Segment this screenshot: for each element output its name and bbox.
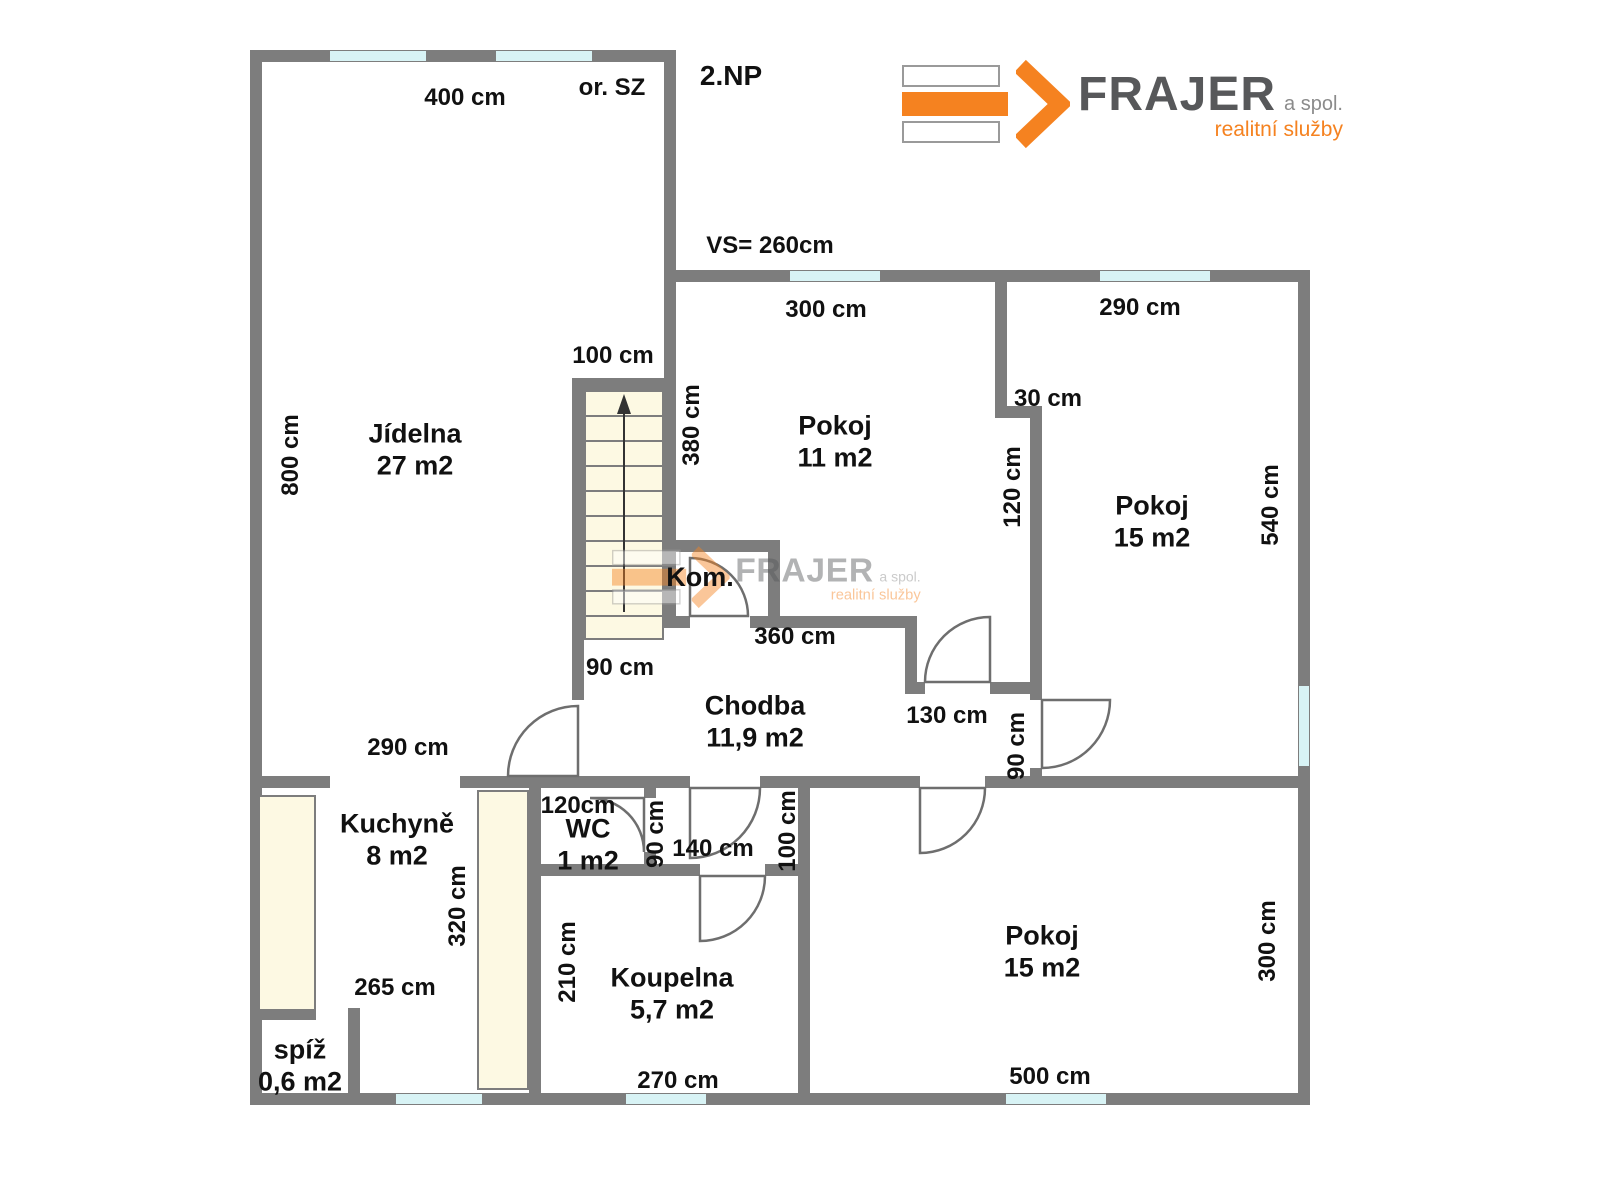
kitchen-counter bbox=[258, 795, 316, 1011]
wall-segment bbox=[985, 776, 1310, 788]
dim: 100 cm bbox=[774, 790, 801, 872]
dim: 120cm bbox=[540, 792, 616, 819]
wall-segment bbox=[995, 282, 1007, 418]
kitchen-counter bbox=[477, 790, 529, 1090]
wall-segment bbox=[664, 540, 780, 552]
door-koupelna bbox=[698, 874, 767, 943]
door-pokoj15a bbox=[1040, 698, 1112, 770]
logo-chevron-icon bbox=[691, 546, 730, 609]
logo-bars-icon bbox=[902, 65, 1008, 143]
room-label-komora: Kom. bbox=[666, 561, 734, 592]
door-komora bbox=[688, 556, 750, 618]
door-jidelna bbox=[506, 704, 580, 778]
window bbox=[1100, 271, 1210, 281]
logo-brand-text: FRAJER bbox=[1078, 67, 1277, 121]
dim: 300 cm bbox=[785, 296, 867, 323]
wall-segment bbox=[905, 616, 917, 694]
stairs-direction-arrow bbox=[617, 394, 631, 612]
wall-segment bbox=[1030, 406, 1042, 700]
dim: 120 cm bbox=[999, 446, 1026, 528]
dim: 90 cm bbox=[1003, 711, 1030, 781]
wall-segment bbox=[460, 776, 690, 788]
logo-suffix-text: a spol. bbox=[1284, 92, 1343, 115]
logo-chevron-icon bbox=[1016, 59, 1070, 149]
wall-segment bbox=[798, 788, 810, 1093]
dim: 300 cm bbox=[1254, 900, 1281, 982]
door-vestibule bbox=[688, 786, 762, 860]
dim: 140 cm bbox=[672, 835, 754, 862]
dim: 90 cm bbox=[585, 654, 655, 681]
wall-segment bbox=[917, 682, 925, 694]
dim: 270 cm bbox=[637, 1067, 719, 1094]
wall-segment bbox=[644, 788, 656, 798]
dim: 100 cm bbox=[572, 342, 654, 369]
dim: 540 cm bbox=[1257, 464, 1284, 546]
wall-segment bbox=[348, 1008, 360, 1105]
wall-segment bbox=[750, 616, 917, 628]
wall-segment bbox=[990, 682, 1042, 694]
wall-segment bbox=[644, 852, 656, 864]
dim: 90 cm bbox=[642, 799, 669, 869]
ceiling-height-label: VS= 260cm bbox=[706, 232, 834, 259]
wall-segment bbox=[572, 378, 584, 700]
dim: 360 cm bbox=[754, 623, 836, 650]
window bbox=[496, 51, 592, 61]
wall-segment bbox=[250, 1008, 316, 1020]
wall-segment bbox=[250, 776, 330, 788]
window bbox=[330, 51, 426, 61]
window bbox=[396, 1094, 482, 1104]
logo-tagline-text: realitní služby bbox=[1214, 117, 1343, 141]
floor-label: 2.NP bbox=[699, 60, 763, 91]
wall-segment bbox=[676, 616, 690, 628]
agency-logo: FRAJER a spol. realitní služby bbox=[902, 58, 1343, 150]
dim: 380 cm bbox=[678, 384, 705, 466]
dim: 30 cm bbox=[1013, 385, 1083, 412]
wall-segment bbox=[572, 378, 676, 390]
window bbox=[626, 1094, 706, 1104]
dim: 130 cm bbox=[906, 702, 988, 729]
wall-segment bbox=[664, 50, 676, 628]
dim: 290 cm bbox=[1099, 294, 1181, 321]
logo-tagline-text: realitní služby bbox=[830, 586, 921, 603]
dim-top-width: 400 cm bbox=[424, 84, 506, 111]
dim: 265 cm bbox=[354, 974, 436, 1001]
dim: 800 cm bbox=[277, 414, 304, 496]
window bbox=[790, 271, 880, 281]
dim: 500 cm bbox=[1009, 1063, 1091, 1090]
window bbox=[1006, 1094, 1106, 1104]
door-pokoj11 bbox=[923, 615, 992, 684]
dim: 320 cm bbox=[444, 865, 471, 947]
dim: 210 cm bbox=[554, 921, 581, 1003]
logo-suffix-text: a spol. bbox=[879, 569, 921, 585]
door-wc bbox=[589, 796, 646, 853]
logo-bars-icon bbox=[612, 549, 687, 605]
watermark-logo: FRAJER a spol. realitní služby bbox=[612, 545, 921, 609]
orientation-label: or. SZ bbox=[578, 74, 646, 101]
wall-segment bbox=[529, 864, 700, 876]
wall-segment bbox=[760, 776, 920, 788]
logo-brand-text: FRAJER bbox=[735, 551, 874, 589]
wall-segment bbox=[768, 552, 780, 628]
dim: 290 cm bbox=[367, 734, 449, 761]
window bbox=[1299, 686, 1309, 766]
door-pokoj15b bbox=[918, 786, 987, 855]
